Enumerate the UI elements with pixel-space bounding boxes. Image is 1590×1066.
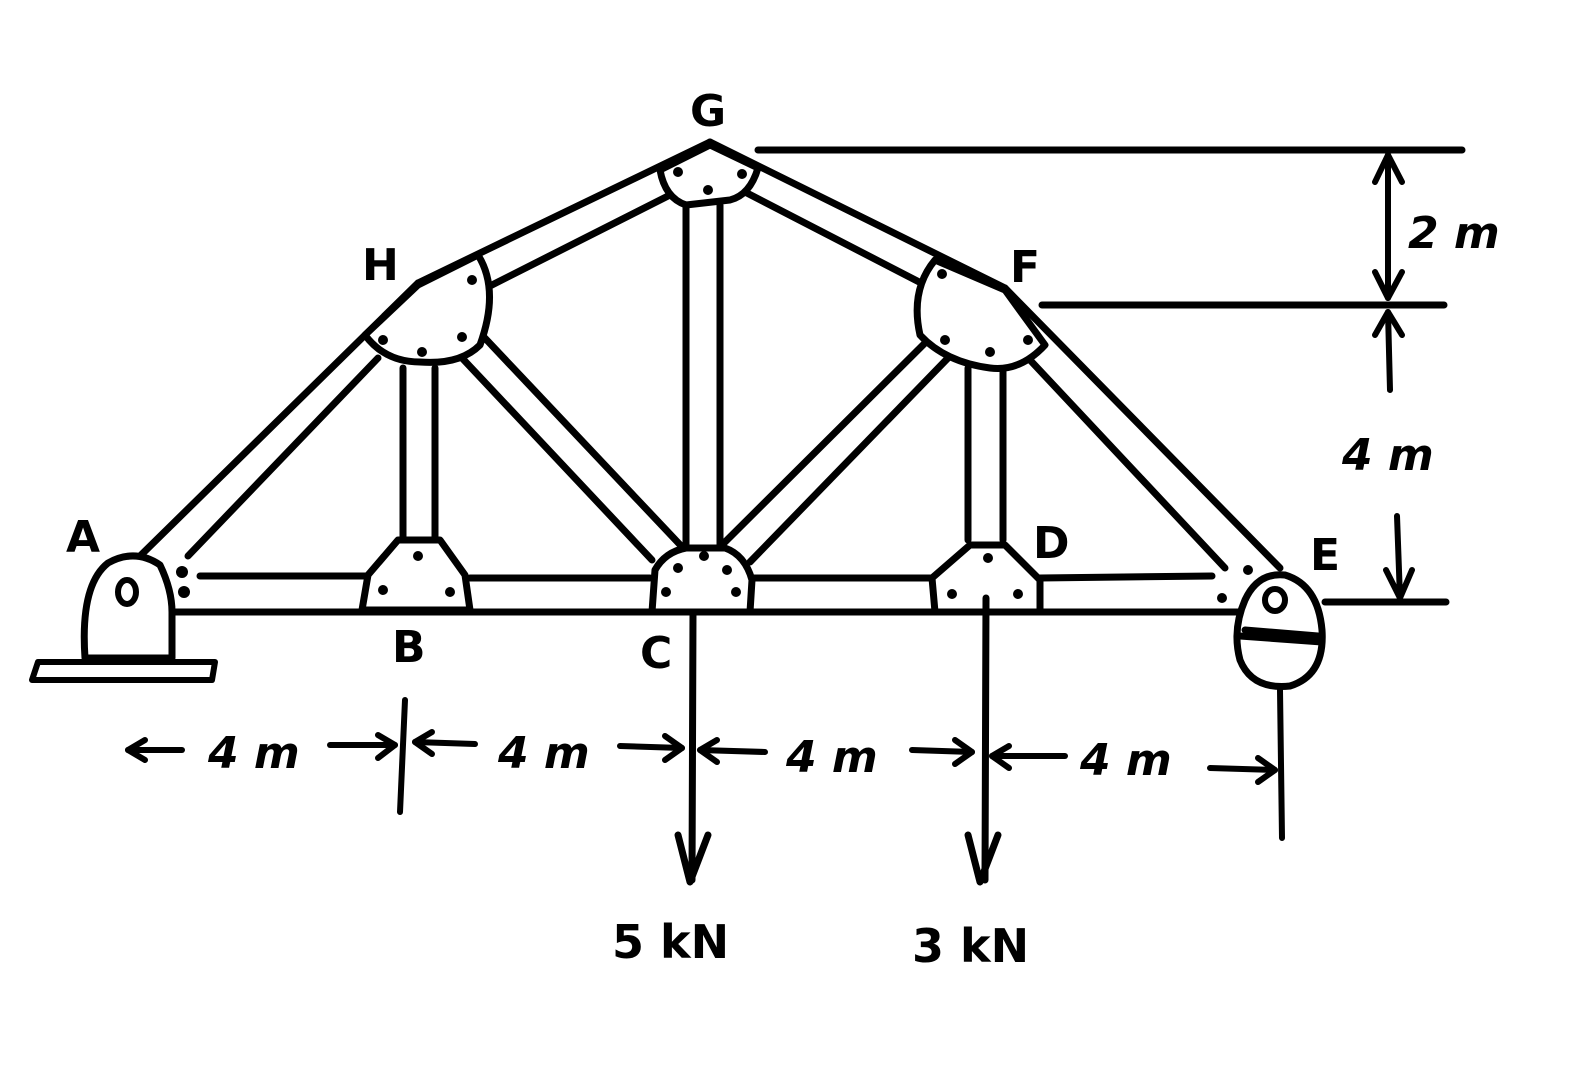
node-label-e: E (1310, 530, 1340, 581)
span-label-4: 4 m (1079, 735, 1172, 786)
height-label-upper: 2 m (1408, 208, 1500, 259)
gusset-f (913, 256, 1049, 373)
node-label-h: H (362, 240, 399, 291)
span-label-3: 4 m (785, 732, 878, 783)
member-hc (458, 331, 689, 564)
node-label-d: D (1033, 518, 1070, 569)
span-label-2: 4 m (497, 728, 590, 779)
node-label-a: A (66, 512, 100, 563)
load-c: 5 kN (612, 608, 729, 969)
span-dimensions: 4 m 4 m 4 m 4 m (125, 687, 1285, 841)
roller-support-e (1217, 565, 1326, 690)
load-d: 3 kN (912, 594, 1029, 973)
height-dimensions: 2 m 4 m (754, 146, 1500, 606)
node-label-c: C (640, 628, 672, 679)
gusset-d (928, 541, 1044, 616)
gusset-b (358, 536, 474, 614)
member-gc (682, 201, 724, 556)
span-label-1: 4 m (207, 728, 300, 779)
node-label-b: B (392, 622, 426, 673)
load-label-d: 3 kN (912, 919, 1029, 973)
load-label-c: 5 kN (612, 915, 729, 969)
height-label-lower: 4 m (1341, 430, 1434, 481)
member-hb (399, 364, 439, 544)
node-label-g: G (690, 86, 726, 137)
member-fd (964, 364, 1007, 544)
member-fc (718, 339, 952, 566)
pin-support-a (29, 552, 218, 683)
node-label-f: F (1010, 242, 1040, 293)
gusset-g (656, 141, 762, 209)
node-labels: A B C D E F G H (66, 86, 1340, 679)
gusset-c (648, 544, 756, 616)
gusset-h (361, 251, 493, 366)
